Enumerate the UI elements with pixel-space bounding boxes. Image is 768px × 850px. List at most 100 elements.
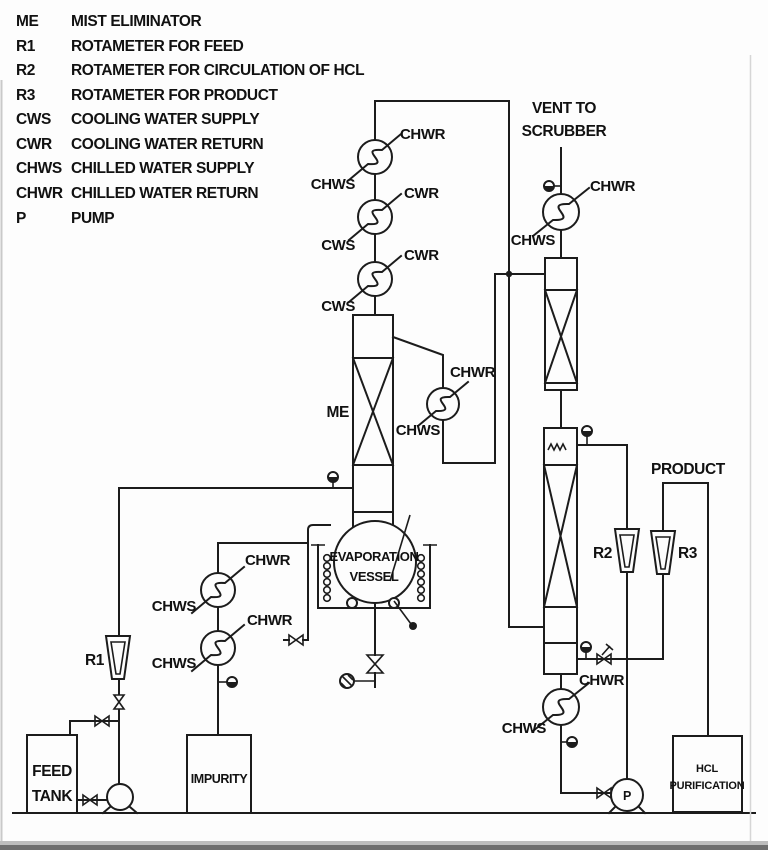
impurity-tank-label: IMPURITY [191, 772, 249, 786]
hcl-tank-label-line1: HCL [696, 763, 718, 775]
feed-pump [101, 783, 139, 815]
pumps: P [101, 778, 647, 815]
bath-outline [317, 544, 431, 609]
evaporation-vessel [322, 514, 426, 630]
rotameter-r3 [649, 530, 677, 575]
stirrer-shaft [389, 514, 411, 582]
label-chws-bottoms: CHWS [502, 720, 547, 737]
legend-abbr: R3 [16, 87, 36, 104]
rotameters [104, 528, 677, 680]
legend-desc: ROTAMETER FOR PRODUCT [71, 87, 279, 104]
pump-discharge-valve-icon [596, 786, 612, 800]
level-dipstick [393, 600, 412, 625]
r1-label: R1 [85, 652, 105, 669]
label-chws-vent: CHWS [511, 232, 556, 249]
feed-line-gauge [327, 471, 339, 488]
vent-label-line2: SCRUBBER [522, 123, 607, 140]
legend-desc: COOLING WATER RETURN [71, 136, 264, 153]
dipstick-bulb [409, 622, 417, 630]
vent-line-gauge [543, 180, 561, 192]
rotameter-r1 [104, 635, 132, 680]
bottoms-line-gauge [561, 736, 578, 748]
label-chwr-bottoms: CHWR [579, 672, 625, 689]
bath-coils [322, 553, 426, 603]
vessel-label-line1: EVAPORATION [329, 549, 418, 564]
exchanger-coil-icon [416, 380, 470, 428]
label-chwr-vent: CHWR [590, 178, 636, 195]
label-chws-1: CHWS [311, 176, 356, 193]
bottoms-cooler [531, 681, 591, 733]
feed-tank-label-line1: FEED [32, 763, 72, 780]
diagram-labels: CHWR CHWS CWR CWS CWR CWS CHWR CHWS CHWR… [32, 100, 745, 805]
impurity-cooler-2 [190, 623, 246, 673]
bath-drain-valve-icon [288, 633, 304, 647]
legend-abbr: ME [16, 13, 39, 30]
legend-abbr: R2 [16, 62, 35, 79]
cooling-condenser-3 [347, 254, 403, 304]
valves [82, 633, 614, 807]
legend-abbr: CWS [16, 111, 51, 128]
drain-strainer-icon [339, 673, 375, 689]
product-label: PRODUCT [651, 461, 726, 478]
product-line-gauge [580, 641, 592, 659]
heating-bath [311, 544, 437, 609]
legend-abbr: CHWR [16, 185, 63, 202]
exchanger-coil-icon [531, 186, 591, 238]
rotameter-r2 [613, 528, 641, 573]
legend-desc: ROTAMETER FOR FEED [71, 38, 244, 55]
suction-valve-icon [82, 793, 98, 807]
vessel-body [333, 520, 417, 604]
label-cws-2: CWS [321, 298, 355, 315]
label-chws-imp1: CHWS [152, 598, 197, 615]
label-chwr-imp1: CHWR [245, 552, 291, 569]
recirc-valve-icon [94, 714, 110, 728]
label-cwr-1: CWR [404, 185, 439, 202]
feed-pipe [118, 487, 354, 785]
impurity-cooler-1 [190, 565, 246, 615]
label-chwr-me: CHWR [450, 364, 496, 381]
cooling-condenser-2 [347, 192, 403, 242]
exchanger-coil-icon [190, 623, 246, 673]
legend-desc: ROTAMETER FOR CIRCULATION OF HCL [71, 62, 364, 79]
exchanger-coil-icon [347, 254, 403, 304]
coil-end-left [346, 597, 358, 609]
upper-column-sections [544, 289, 578, 384]
product-valve-icon [596, 643, 614, 666]
r2-circulation-pipe [576, 444, 628, 780]
pump-letter: P [623, 789, 631, 803]
r2-label: R2 [593, 545, 612, 562]
piping [69, 100, 709, 801]
exchanger-coil-icon [531, 681, 591, 733]
legend-abbr: P [16, 210, 26, 227]
lower-column-sections [543, 464, 578, 644]
me-column-packing [351, 356, 395, 467]
product-pipe [576, 482, 709, 737]
heat-exchangers [190, 132, 591, 733]
riser-valve-icon [112, 694, 126, 710]
exchanger-coil-icon [347, 192, 403, 242]
photo-artifacts [0, 55, 768, 850]
upper-column-shell [544, 257, 578, 391]
impurity-chain-pipe [217, 542, 309, 736]
me-column [351, 314, 395, 528]
legend-abbr: CWR [16, 136, 52, 153]
exchanger-coil-icon [347, 132, 403, 182]
me-label: ME [327, 404, 350, 421]
legend-desc: CHILLED WATER SUPPLY [71, 160, 255, 177]
legend-desc: MIST ELIMINATOR [71, 13, 202, 30]
instruments [218, 180, 593, 748]
label-chwr-1: CHWR [400, 126, 446, 143]
lower-column-shell [543, 427, 578, 675]
legend-desc: PUMP [71, 210, 114, 227]
vessel-label-line2: VESSEL [350, 569, 399, 584]
me-side-condenser [416, 380, 470, 428]
r3-label: R3 [678, 545, 698, 562]
chilled-condenser-1 [347, 132, 403, 182]
vessel-outlet-valve-icon [365, 654, 385, 674]
me-column-sections [352, 357, 394, 513]
column-top-gauge [581, 425, 593, 445]
exchanger-coil-icon [190, 565, 246, 615]
circulation-pump: P [607, 778, 647, 815]
impurity-line-gauge [218, 676, 238, 688]
